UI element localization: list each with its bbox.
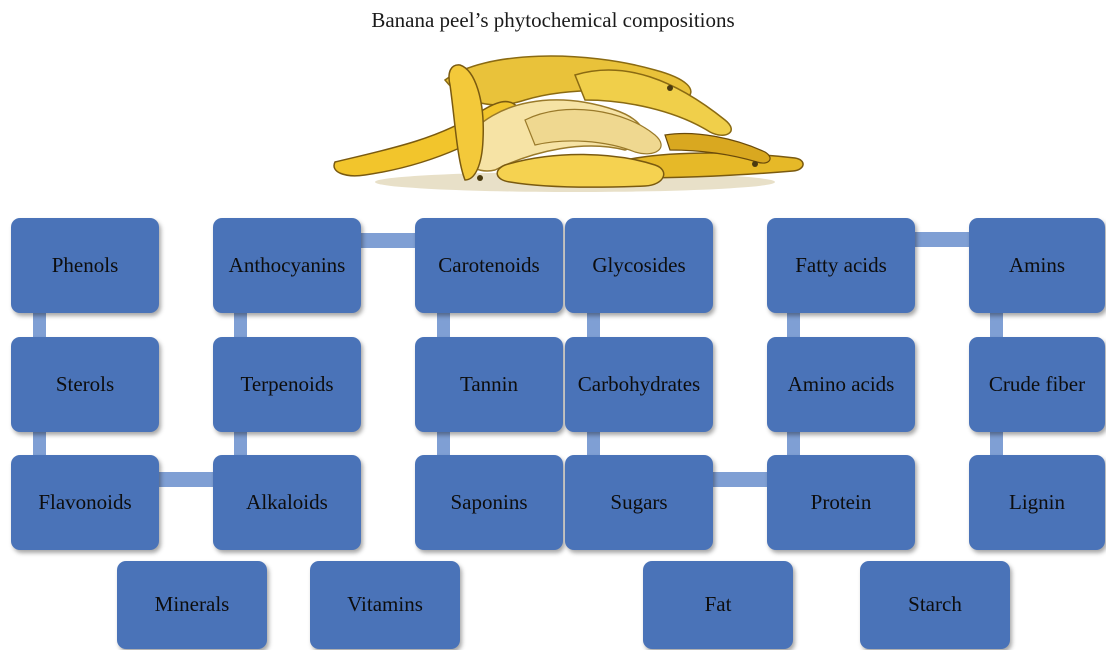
node-amino-acids: Amino acids bbox=[767, 337, 915, 432]
connector-fattyacids-amins bbox=[913, 232, 971, 247]
node-glycosides: Glycosides bbox=[565, 218, 713, 313]
node-sugars: Sugars bbox=[565, 455, 713, 550]
node-flavonoids: Flavonoids bbox=[11, 455, 159, 550]
node-amins: Amins bbox=[969, 218, 1105, 313]
connector-amins-crudefiber bbox=[990, 312, 1003, 340]
node-starch: Starch bbox=[860, 561, 1010, 649]
diagram-title: Banana peel’s phytochemical compositions bbox=[0, 8, 1106, 33]
connector-carotenoids-tannin bbox=[437, 312, 450, 340]
node-minerals: Minerals bbox=[117, 561, 267, 649]
node-label: Starch bbox=[908, 593, 962, 616]
node-label: Carotenoids bbox=[438, 254, 539, 277]
node-label: Alkaloids bbox=[246, 491, 328, 514]
node-label: Amins bbox=[1009, 254, 1065, 277]
peel-spot bbox=[752, 161, 758, 167]
connector-anthocyanins-terpenoids bbox=[234, 312, 247, 340]
node-saponins: Saponins bbox=[415, 455, 563, 550]
connector-fattyacids-aminoacids bbox=[787, 312, 800, 340]
node-label: Glycosides bbox=[592, 254, 685, 277]
node-label: Sugars bbox=[610, 491, 667, 514]
banana-peels-image bbox=[325, 40, 815, 200]
node-label: Sterols bbox=[56, 373, 114, 396]
node-protein: Protein bbox=[767, 455, 915, 550]
node-label: Vitamins bbox=[347, 593, 423, 616]
node-fat: Fat bbox=[643, 561, 793, 649]
peel-spot bbox=[477, 175, 483, 181]
node-label: Terpenoids bbox=[240, 373, 333, 396]
node-label: Carbohydrates bbox=[578, 373, 700, 396]
node-label: Phenols bbox=[52, 254, 119, 277]
node-label: Lignin bbox=[1009, 491, 1065, 514]
node-label: Anthocyanins bbox=[229, 254, 346, 277]
node-label: Flavonoids bbox=[38, 491, 131, 514]
node-tannin: Tannin bbox=[415, 337, 563, 432]
node-alkaloids: Alkaloids bbox=[213, 455, 361, 550]
node-terpenoids: Terpenoids bbox=[213, 337, 361, 432]
node-label: Saponins bbox=[450, 491, 527, 514]
node-label: Amino acids bbox=[788, 373, 895, 396]
node-label: Crude fiber bbox=[989, 373, 1085, 396]
node-label: Fat bbox=[705, 593, 732, 616]
node-anthocyanins: Anthocyanins bbox=[213, 218, 361, 313]
connector-anthocyanins-carotenoids bbox=[358, 233, 418, 248]
node-vitamins: Vitamins bbox=[310, 561, 460, 649]
node-label: Minerals bbox=[155, 593, 230, 616]
node-crude-fiber: Crude fiber bbox=[969, 337, 1105, 432]
connector-phenols-sterols bbox=[33, 312, 46, 340]
node-label: Tannin bbox=[460, 373, 518, 396]
node-label: Fatty acids bbox=[795, 254, 887, 277]
node-label: Protein bbox=[811, 491, 872, 514]
node-carbohydrates: Carbohydrates bbox=[565, 337, 713, 432]
peel-spot bbox=[667, 85, 673, 91]
node-fatty-acids: Fatty acids bbox=[767, 218, 915, 313]
node-sterols: Sterols bbox=[11, 337, 159, 432]
node-lignin: Lignin bbox=[969, 455, 1105, 550]
connector-flavonoids-alkaloids bbox=[158, 472, 216, 487]
connector-glycosides-carbohydrates bbox=[587, 312, 600, 340]
node-phenols: Phenols bbox=[11, 218, 159, 313]
node-carotenoids: Carotenoids bbox=[415, 218, 563, 313]
connector-sugars-protein bbox=[712, 472, 770, 487]
